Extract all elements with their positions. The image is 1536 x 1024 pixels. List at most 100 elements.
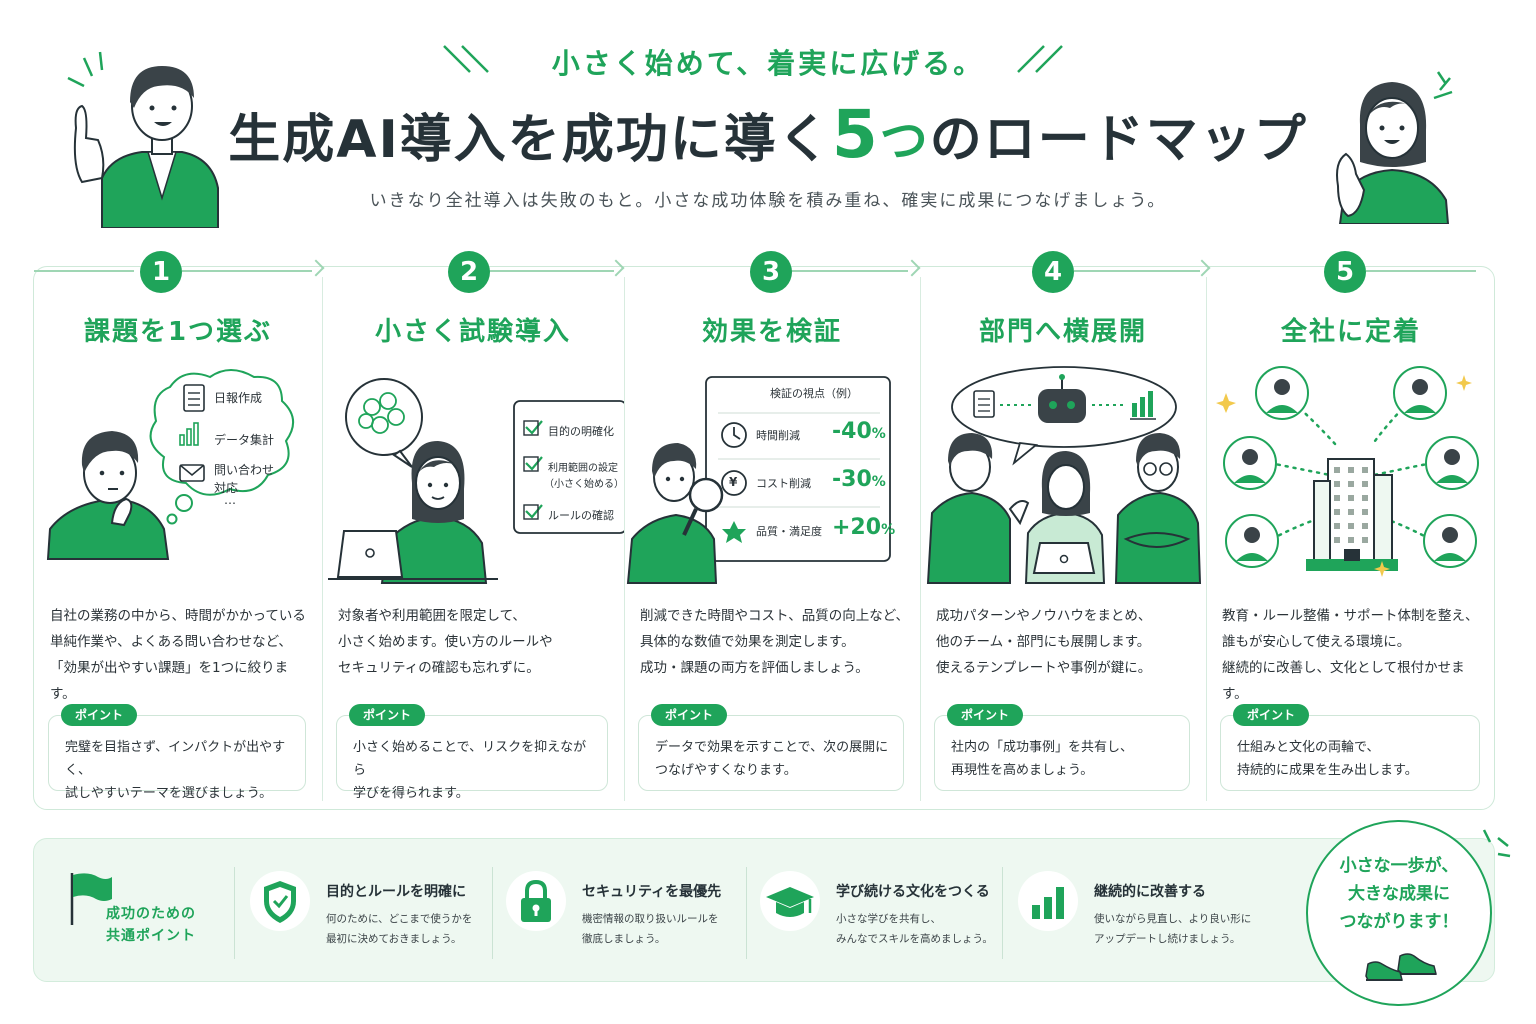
step-number-badge: 2 — [448, 251, 490, 293]
point-tag: ポイント — [947, 704, 1024, 726]
step-4-illustration — [920, 363, 1206, 593]
bar-chart-icon — [1130, 391, 1156, 420]
step-2-illustration: 目的の明確化 利用範囲の設定 （小さく始める） ルールの確認 — [322, 363, 627, 593]
step-number-badge: 1 — [140, 251, 182, 293]
checklist-item: ルールの確認 — [548, 509, 614, 522]
title-suffix: のロードマップ — [929, 110, 1308, 170]
magnifier-icon — [688, 477, 724, 513]
step-description: 自社の業務の中から、時間がかかっている 単純作業や、よくある問い合わせなど、 「… — [50, 603, 312, 707]
step-number-badge: 4 — [1032, 251, 1074, 293]
desc-line: みんなでスキルを高めましょう。 — [836, 933, 993, 945]
bubble-item-inquiry: 問い合わせ — [214, 463, 275, 477]
common-item-security: セキュリティを最優先 機密情報の取り扱いルールを 徹底しましょう。 — [506, 865, 738, 961]
step-title: 効果を検証 — [701, 317, 842, 347]
point-box: ポイント データで効果を示すことで、次の展開に つなげやすくなります。 — [638, 704, 904, 791]
badge-line: 大きな成果に — [1348, 884, 1450, 904]
desc-line: 使えるテンプレートや事例が鍵に。 — [936, 660, 1152, 676]
point-text: 仕組みと文化の両輪で、 持続的に成果を生み出します。 — [1237, 736, 1469, 782]
badge-text: 小さな一歩が、 大きな成果に つながります！ — [1308, 852, 1490, 936]
company-network-illustration — [1216, 366, 1479, 577]
divider — [492, 867, 493, 959]
step-5: 5 全社に定着 — [1206, 251, 1496, 811]
step-4: 4 部門へ横展開 — [920, 251, 1206, 811]
common-item-purpose: 目的とルールを明確に 何のために、どこまで使うかを 最初に決めておきましょう。 — [250, 865, 486, 961]
thinking-man-illustration — [46, 369, 294, 560]
common-item-desc: 小さな学びを共有し、 みんなでスキルを高めましょう。 — [836, 909, 993, 949]
left-accent-lines — [443, 45, 489, 73]
point-line: 再現性を高めましょう。 — [951, 763, 1094, 778]
desc-line: 小さな学びを共有し、 — [836, 913, 941, 925]
step-title: 部門へ横展開 — [978, 317, 1147, 347]
woman-laptop-illustration — [328, 378, 627, 584]
step-number-badge: 5 — [1324, 251, 1366, 293]
desc-line: 教育・ルール整備・サポート体制を整え、 — [1222, 608, 1479, 624]
man-magnifier-illustration — [626, 376, 891, 584]
point-text: データで効果を示すことで、次の展開に つなげやすくなります。 — [655, 736, 893, 782]
step-divider — [624, 277, 625, 801]
badge-line: つながります！ — [1339, 912, 1459, 932]
step-3: 3 効果を検証 検証の視点（例） ¥ 時間削減 コスト — [624, 251, 920, 811]
metric-unit: % — [881, 522, 896, 538]
star-icon — [722, 521, 746, 543]
label-line: 共通ポイント — [106, 928, 196, 944]
common-item-desc: 使いながら見直し、より良い形に アップデートし続けましょう。 — [1094, 909, 1251, 949]
point-tag: ポイント — [349, 704, 426, 726]
metric-value: -30% — [832, 467, 886, 492]
point-tag: ポイント — [61, 704, 138, 726]
robot-icon — [1038, 389, 1086, 423]
desc-line: 使いながら見直し、より良い形に — [1094, 913, 1252, 925]
desc-line: 自社の業務の中から、時間がかかっている — [50, 608, 306, 624]
step-description: 対象者や利用範囲を限定して、 小さく始めます。使い方のルールや セキュリティの確… — [338, 603, 614, 681]
accent-ticks — [1482, 829, 1511, 858]
desc-line: 最初に決めておきましょう。 — [326, 933, 462, 945]
point-line: 小さく始めることで、リスクを抑えながら — [353, 740, 587, 778]
checklist-item: 利用範囲の設定 — [548, 463, 618, 474]
common-item-improvement: 継続的に改善する 使いながら見直し、より良い形に アップデートし続けましょう。 — [1018, 865, 1278, 961]
divider — [746, 867, 747, 959]
desc-line: 成功・課題の両方を評価しましょう。 — [640, 660, 869, 676]
metric-unit: % — [871, 474, 886, 490]
subtitle: いきなり全社導入は失敗のもと。小さな成功体験を積み重ね、確実に成果につなげましょ… — [369, 191, 1167, 211]
metric-number: +20 — [832, 515, 882, 540]
step-title: 全社に定着 — [1280, 317, 1421, 347]
label-line: 成功のための — [106, 906, 196, 922]
point-line: 学びを得られます。 — [353, 786, 469, 801]
desc-line: 継続的に改善し、文化として根付かせます。 — [1222, 660, 1465, 702]
step-title: 小さく試験導入 — [374, 317, 571, 347]
metric-value: +20% — [832, 515, 895, 540]
connector-end — [1366, 270, 1476, 272]
common-points-panel: 成功のための 共通ポイント 目的とルールを明確に 何のために、どこまで使うかを … — [33, 838, 1495, 982]
common-item-title: セキュリティを最優先 — [582, 884, 722, 900]
bubble-item-ellipsis: … — [224, 493, 236, 507]
connector-1-2 — [182, 270, 312, 272]
bubble-item-response: 対応 — [214, 481, 239, 495]
divider — [234, 867, 235, 959]
padlock-icon — [506, 871, 566, 931]
common-item-title: 目的とルールを明確に — [326, 884, 466, 900]
team-sharing-illustration — [926, 366, 1202, 584]
point-text: 完璧を目指さず、インパクトが出やすく、 試しやすいテーマを選びましょう。 — [65, 736, 295, 805]
title-number-wrap: 5つ — [825, 96, 936, 173]
title-tsu: つ — [879, 113, 930, 169]
desc-line: 徹底しましょう。 — [582, 933, 666, 945]
step-description: 削減できた時間やコスト、品質の向上など、 具体的な数値で効果を測定します。 成功… — [640, 603, 910, 681]
sparkle-icon — [1216, 375, 1472, 577]
common-item-desc: 機密情報の取り扱いルールを 徹底しましょう。 — [582, 909, 719, 949]
metric-number: -40 — [832, 419, 872, 444]
bar-chart-icon — [1018, 871, 1078, 931]
title-number: 5 — [831, 96, 880, 173]
yen-icon — [721, 470, 747, 496]
step-1-illustration: 日報作成 データ集計 問い合わせ 対応 … — [34, 363, 322, 593]
right-accent-lines — [1017, 45, 1063, 73]
desc-line: 誰もが安心して使える環境に。 — [1222, 634, 1411, 650]
brain-icon — [358, 392, 405, 434]
common-points-label: 成功のための 共通ポイント — [106, 903, 196, 947]
common-item-title: 継続的に改善する — [1094, 884, 1206, 900]
connector-3-4 — [790, 270, 908, 272]
metric-unit: % — [871, 426, 886, 442]
point-tag: ポイント — [1233, 704, 1310, 726]
point-line: 持続的に成果を生み出します。 — [1237, 763, 1418, 778]
point-box: ポイント 完璧を目指さず、インパクトが出やすく、 試しやすいテーマを選びましょう… — [48, 704, 306, 801]
